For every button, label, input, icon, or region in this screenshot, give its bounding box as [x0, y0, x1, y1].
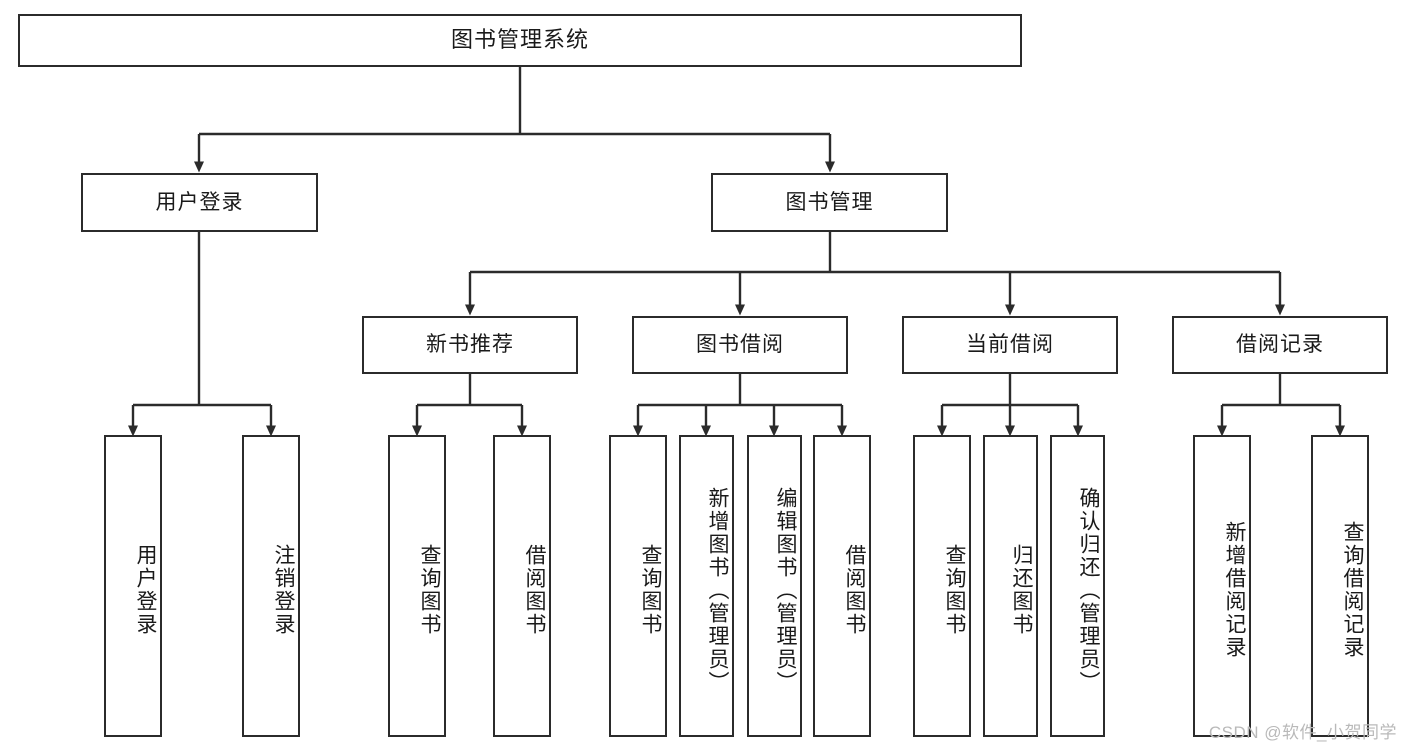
leaf-confirm-return-admin[interactable]: 确认归还（管理员） [1050, 435, 1105, 737]
leaf-borrow-book[interactable]: 借阅图书 [813, 435, 871, 737]
node-label: 注销登录 [272, 544, 295, 636]
leaf-edit-book-admin[interactable]: 编辑图书（管理员） [747, 435, 802, 737]
node-user-login[interactable]: 用户登录 [81, 173, 318, 232]
node-new-book-recommend[interactable]: 新书推荐 [362, 316, 578, 374]
node-book-borrow[interactable]: 图书借阅 [632, 316, 848, 374]
node-label: 查询图书 [639, 544, 662, 636]
leaf-user-login[interactable]: 用户登录 [104, 435, 162, 737]
node-label: 查询借阅记录 [1341, 521, 1364, 659]
node-label: 编辑图书（管理员） [774, 486, 797, 694]
node-label: 借阅记录 [1236, 333, 1324, 357]
node-current-borrow[interactable]: 当前借阅 [902, 316, 1118, 374]
node-label: 当前借阅 [966, 333, 1054, 357]
leaf-add-book-admin[interactable]: 新增图书（管理员） [679, 435, 734, 737]
leaf-query-book-current[interactable]: 查询图书 [913, 435, 971, 737]
leaf-add-borrow-record[interactable]: 新增借阅记录 [1193, 435, 1251, 737]
node-label: 图书管理 [785, 190, 874, 214]
leaf-query-book-borrow[interactable]: 查询图书 [609, 435, 667, 737]
node-label: 查询图书 [943, 544, 966, 636]
node-label: 新书推荐 [426, 333, 514, 357]
csdn-watermark: CSDN @软件_小贺同学 [1208, 723, 1397, 742]
node-book-management[interactable]: 图书管理 [711, 173, 948, 232]
node-label: 新增图书（管理员） [706, 486, 729, 694]
node-label: 新增借阅记录 [1223, 521, 1246, 659]
node-label: 图书管理系统 [450, 27, 589, 53]
leaf-return-book[interactable]: 归还图书 [983, 435, 1038, 737]
node-label: 确认归还（管理员） [1077, 486, 1100, 694]
node-borrow-record[interactable]: 借阅记录 [1172, 316, 1388, 374]
node-label: 借阅图书 [843, 544, 866, 636]
node-root-system[interactable]: 图书管理系统 [18, 14, 1022, 67]
node-label: 用户登录 [155, 190, 244, 214]
node-label: 借阅图书 [523, 544, 546, 636]
leaf-query-book-recommend[interactable]: 查询图书 [388, 435, 446, 737]
node-label: 查询图书 [418, 544, 441, 636]
node-label: 图书借阅 [696, 333, 784, 357]
leaf-logout[interactable]: 注销登录 [242, 435, 300, 737]
node-label: 用户登录 [134, 544, 157, 636]
node-label: 归还图书 [1010, 544, 1033, 636]
leaf-query-borrow-record[interactable]: 查询借阅记录 [1311, 435, 1369, 737]
leaf-borrow-book-recommend[interactable]: 借阅图书 [493, 435, 551, 737]
